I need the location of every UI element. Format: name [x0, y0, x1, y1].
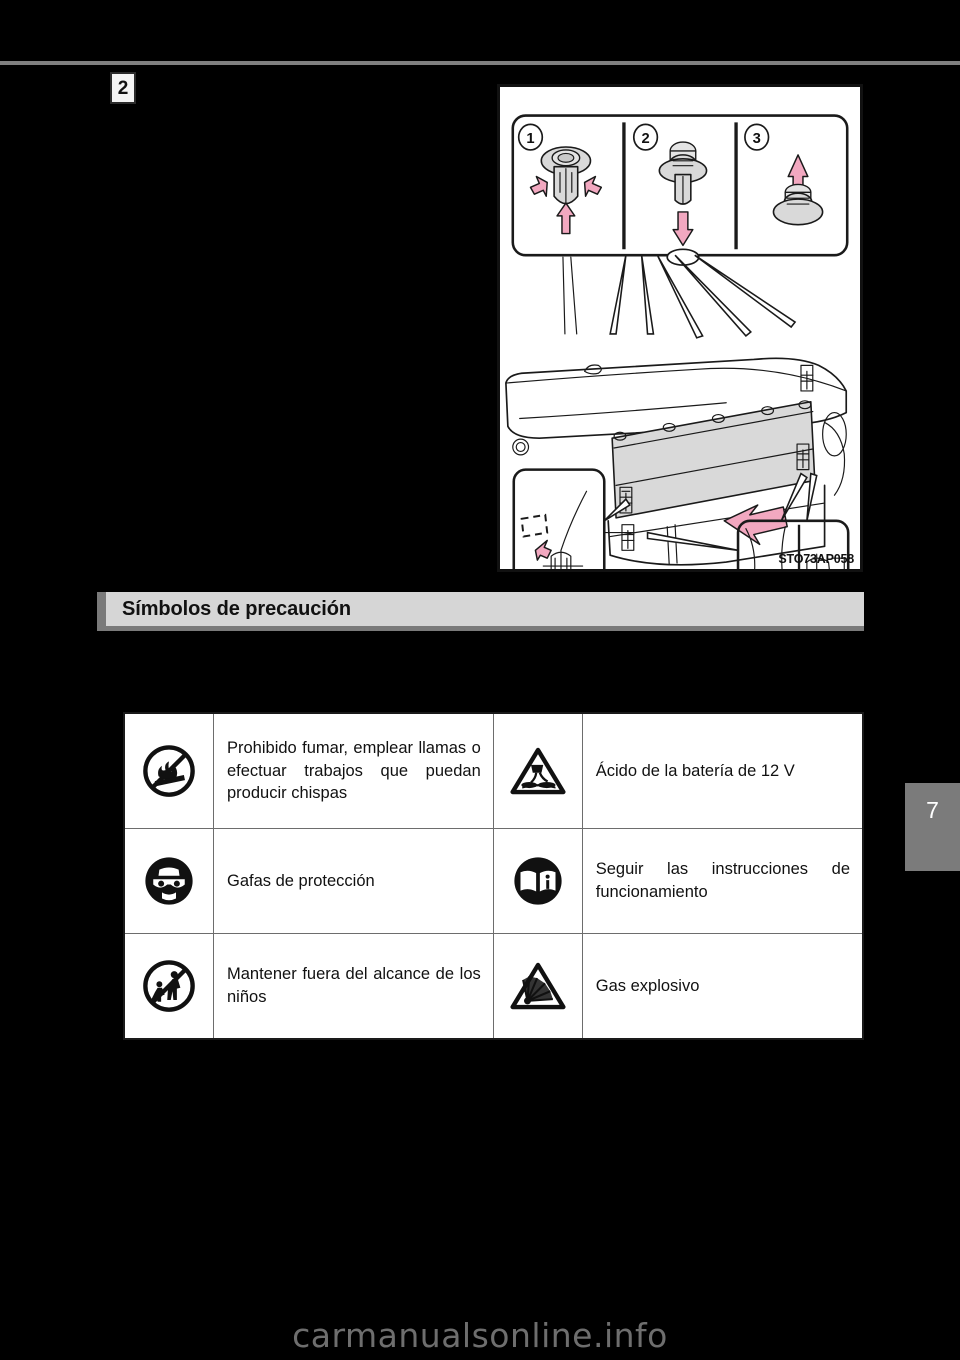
battery-acid-warning-icon	[510, 747, 566, 795]
symbol-icon-cell	[492, 828, 583, 934]
symbol-text-cell: Seguir las instrucciones de funcionamien…	[581, 828, 862, 934]
symbol-icon-cell	[492, 714, 583, 829]
section-heading-accent	[97, 592, 106, 626]
svg-text:3: 3	[753, 131, 761, 147]
clip-step-2-graphic	[658, 141, 708, 266]
callout-1: 1	[517, 123, 544, 151]
detail-box-left	[512, 468, 635, 569]
vehicle-interior-scene	[505, 357, 848, 566]
section-heading-shadow	[97, 626, 864, 631]
illustration-panel: .ln { fill:none; stroke:#1a1a1a; stroke-…	[497, 84, 863, 572]
keep-away-from-children-icon	[143, 960, 195, 1012]
clip-installation-illustration: .ln { fill:none; stroke:#1a1a1a; stroke-…	[500, 88, 860, 569]
symbol-text-cell: Mantener fuera del alcance de los niños	[213, 933, 494, 1038]
clip-step-3-graphic	[772, 154, 824, 226]
site-watermark: carmanualsonline.info	[292, 1316, 668, 1355]
table-row: Prohibido fumar, emplear llamas o efectu…	[125, 714, 862, 829]
symbol-icon-cell	[125, 933, 214, 1038]
chapter-tab: 7	[905, 783, 960, 871]
svg-text:1: 1	[526, 131, 534, 147]
step-number-marker: 2	[110, 72, 136, 104]
table-row: Mantener fuera del alcance de los niños	[125, 933, 862, 1038]
read-operating-instructions-icon	[514, 857, 562, 905]
svg-text:2: 2	[641, 131, 649, 147]
callout-2: 2	[632, 123, 659, 151]
symbol-text-cell: Ácido de la batería de 12 V	[581, 714, 862, 829]
eye-protection-icon	[145, 857, 193, 905]
caution-symbols-table: Prohibido fumar, emplear llamas o efectu…	[123, 712, 864, 1040]
symbol-icon-cell	[492, 933, 583, 1038]
symbol-icon-cell	[125, 828, 214, 934]
clip-step-1-graphic	[529, 146, 603, 235]
callout-3: 3	[744, 123, 770, 151]
symbol-text-cell: Gafas de protección	[213, 828, 494, 934]
chapter-tab-number: 7	[926, 797, 939, 823]
symbol-text-cell: Prohibido fumar, emplear llamas o efectu…	[213, 714, 494, 829]
header-rule	[0, 61, 960, 65]
explosive-gas-warning-icon	[510, 962, 566, 1010]
section-heading: Símbolos de precaución	[97, 592, 864, 631]
no-smoking-no-flames-no-sparks-icon	[143, 745, 195, 797]
callout-leader-lines	[562, 254, 797, 339]
figure-code-label: STO73AP058	[778, 552, 854, 566]
table-row: Gafas de protección Seguir las instrucci…	[125, 828, 862, 934]
section-heading-label: Símbolos de precaución	[122, 597, 351, 620]
detail-box-right	[646, 472, 850, 569]
symbol-text-cell: Gas explosivo	[581, 933, 862, 1038]
symbol-icon-cell	[125, 714, 214, 829]
step-number-label: 2	[112, 74, 134, 102]
